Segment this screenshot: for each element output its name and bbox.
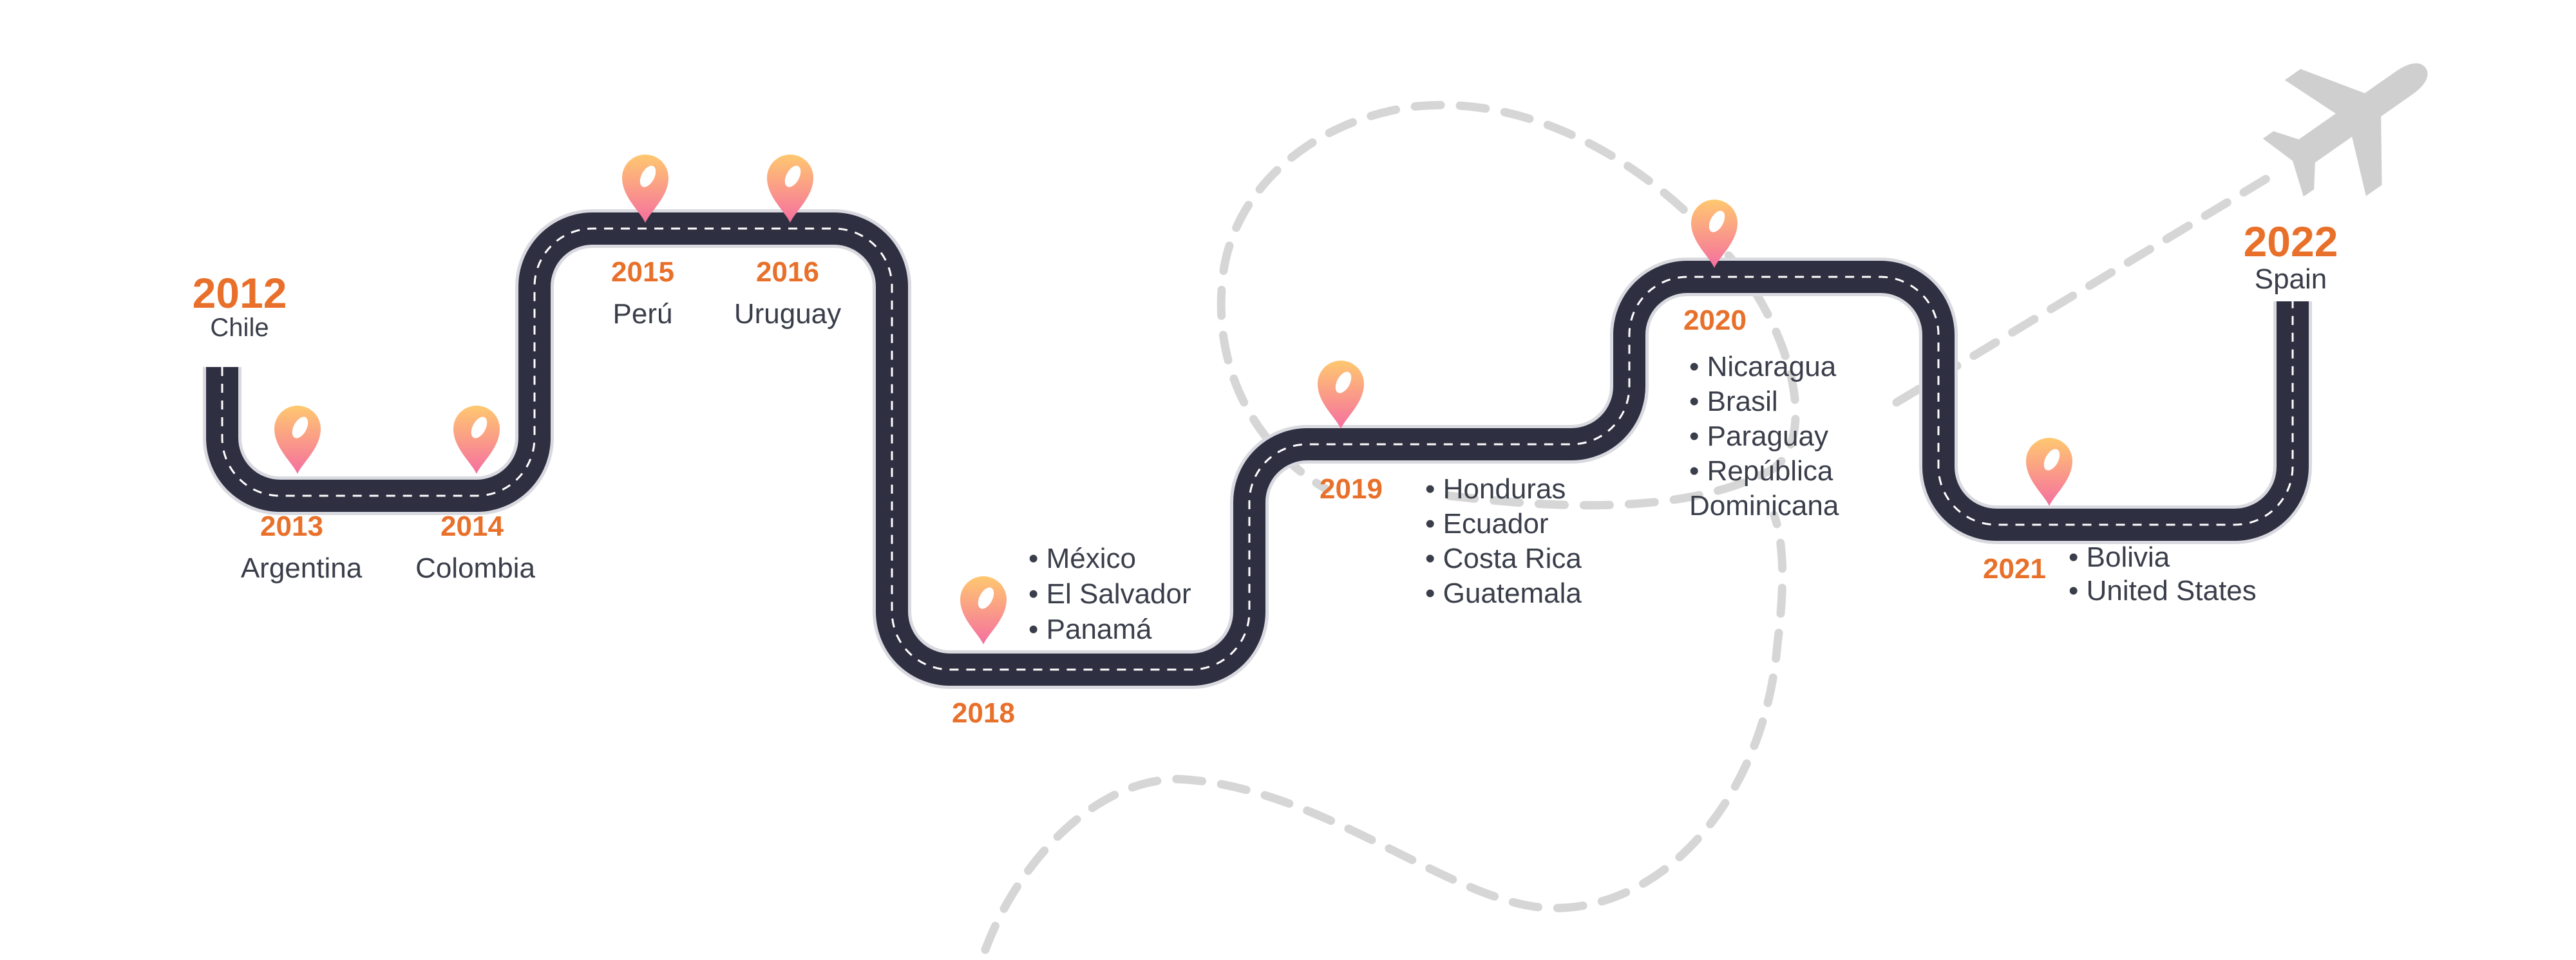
year-label: 2016 xyxy=(756,256,819,288)
map-pin-icon xyxy=(2026,438,2072,506)
country-list-item: • El Salvador xyxy=(1028,578,1191,610)
dashed-trail-to-plane xyxy=(1892,166,2284,407)
map-pin-icon xyxy=(274,406,321,474)
dashed-trail-loop xyxy=(1217,100,1800,510)
country-list-item: • Ecuador xyxy=(1425,508,1549,540)
year-label: 2021 xyxy=(1983,553,2046,585)
map-pin-icon xyxy=(453,406,500,474)
country-list-item: • United States xyxy=(2069,575,2257,607)
year-label: 2015 xyxy=(611,256,674,288)
map-pin-icon xyxy=(960,576,1007,645)
airplane-icon xyxy=(2262,63,2428,197)
country-list-item: • México xyxy=(1028,543,1136,574)
road xyxy=(203,209,2312,689)
year-label: 2019 xyxy=(1320,473,1383,505)
country-list-item: • Brasil xyxy=(1689,386,1778,417)
country-list-item: • Costa Rica xyxy=(1425,543,1582,574)
country-list-item: • República xyxy=(1689,455,1833,487)
year-label: 2013 xyxy=(260,511,323,542)
country-label: Spain xyxy=(2255,263,2327,295)
dashed-trail-bottom xyxy=(981,511,1787,954)
year-label: 2012 xyxy=(193,269,287,317)
milestone-2020: 2020 • Nicaragua • Brasil • Paraguay • R… xyxy=(1683,305,1839,522)
year-label: 2022 xyxy=(2244,218,2338,265)
milestone-2014: 2014 Colombia xyxy=(415,511,535,584)
country-list-item: Dominicana xyxy=(1689,490,1839,522)
country-list-item: • Honduras xyxy=(1425,473,1566,505)
milestone-2018: 2018 • México • El Salvador • Panamá xyxy=(952,543,1191,729)
milestone-2015: 2015 Perú xyxy=(611,256,674,330)
year-label: 2014 xyxy=(440,511,504,542)
country-list-item: • Paraguay xyxy=(1689,420,1828,452)
country-list-item: • Panamá xyxy=(1028,614,1152,645)
country-list-item: • Nicaragua xyxy=(1689,351,1837,382)
milestone-2022: 2022 Spain xyxy=(2244,218,2338,295)
year-label: 2018 xyxy=(952,697,1015,729)
country-label: Perú xyxy=(613,298,673,330)
milestone-2013: 2013 Argentina xyxy=(241,511,363,584)
year-label: 2020 xyxy=(1683,305,1747,336)
milestone-2021: 2021 • Bolivia • United States xyxy=(1983,541,2257,607)
country-label: Colombia xyxy=(415,552,535,584)
country-label: Argentina xyxy=(241,552,363,584)
map-pin-icon xyxy=(1318,361,1364,429)
country-list-item: • Bolivia xyxy=(2069,541,2170,573)
milestone-2012: 2012 Chile xyxy=(193,269,287,342)
milestone-2019: 2019 • Honduras • Ecuador • Costa Rica •… xyxy=(1320,473,1582,609)
country-label: Chile xyxy=(210,314,269,342)
country-list-item: • Guatemala xyxy=(1425,578,1582,609)
milestone-2016: 2016 Uruguay xyxy=(734,256,841,330)
country-label: Uruguay xyxy=(734,298,841,330)
